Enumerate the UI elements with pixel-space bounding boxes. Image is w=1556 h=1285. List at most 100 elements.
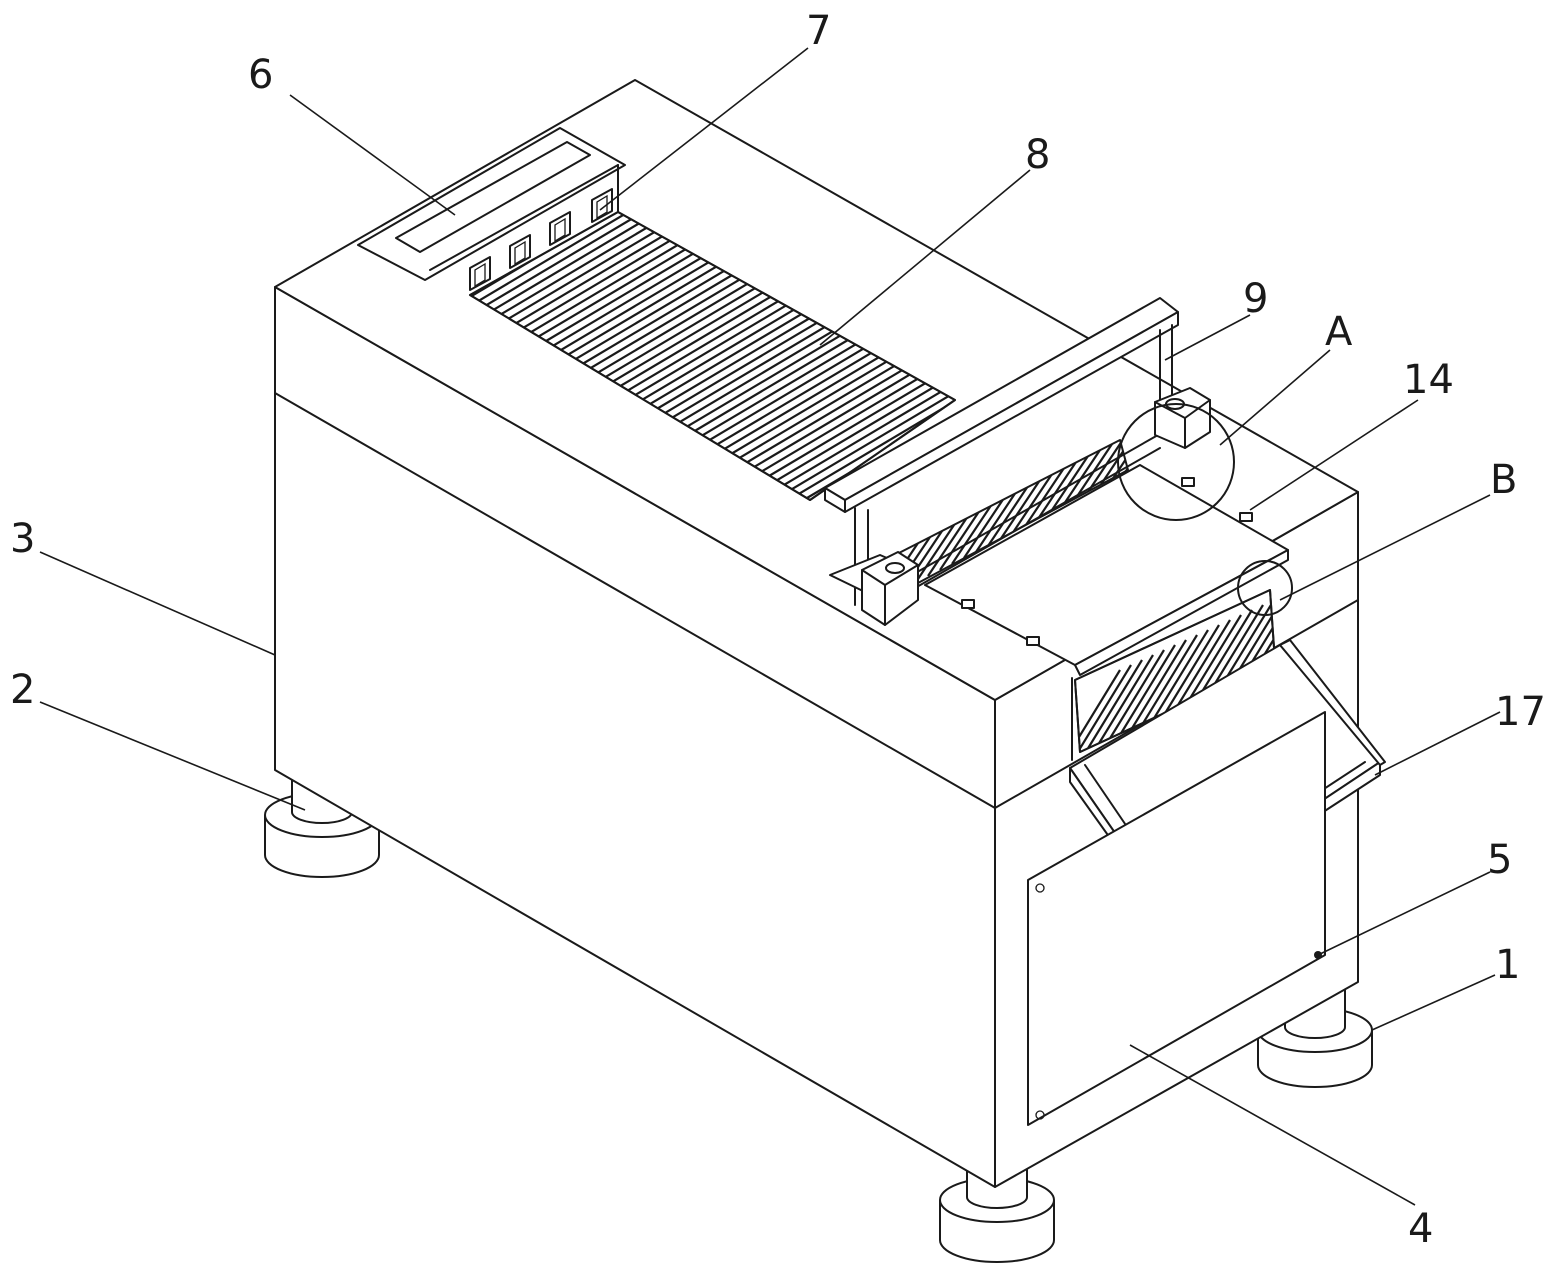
roller-line: [730, 358, 892, 455]
leader-lines: [39, 47, 1501, 1206]
label-7: 7: [806, 8, 831, 54]
bearing-block-front: [829, 551, 919, 626]
roller-line: [555, 256, 717, 354]
roller-line: [677, 327, 839, 425]
roller-line: [532, 243, 694, 341]
roller-line: [700, 340, 862, 438]
roller-spiral: [1023, 467, 1065, 529]
roller-line: [616, 292, 778, 389]
detail-circle-b: [1237, 560, 1293, 616]
roller-line: [472, 212, 634, 306]
roller-line: [707, 344, 869, 442]
roller-spiral: [1107, 440, 1128, 487]
roller-line: [540, 248, 702, 345]
lower-roller: [1071, 589, 1276, 761]
gantry-bar: [824, 297, 1179, 606]
roller-spiral: [1108, 649, 1165, 741]
label-2: 2: [10, 667, 35, 713]
roller-line: [722, 353, 884, 451]
roller-line: [669, 322, 831, 420]
roller-spiral: [1075, 664, 1132, 752]
roller-spiral: [1185, 614, 1242, 706]
label-8: 8: [1025, 132, 1050, 178]
roller-spiral: [1130, 639, 1187, 731]
roller-spiral: [1119, 644, 1176, 736]
label-1: 1: [1495, 942, 1520, 988]
roller-line: [791, 393, 953, 491]
roller-line: [479, 212, 641, 310]
roller-spiral: [1119, 440, 1128, 481]
roller-line: [548, 252, 710, 350]
foot-right-back: [1257, 990, 1373, 1088]
roller-line: [510, 230, 672, 328]
label-14: 14: [1403, 357, 1454, 403]
roller-spiral: [951, 503, 993, 565]
part-labels: 6 7 8 9 A 14 B 17 5 1 4 3 2: [10, 8, 1546, 1252]
roller-line: [563, 261, 725, 359]
roller-line: [525, 239, 687, 337]
feed-slot: [357, 127, 626, 281]
roller-spiral: [963, 497, 1005, 559]
roller-spiral: [915, 521, 957, 583]
label-17: 17: [1495, 689, 1546, 735]
roller-line: [760, 375, 922, 473]
roller-line: [494, 221, 656, 319]
roller-spiral: [1075, 669, 1121, 752]
label-a: A: [1325, 309, 1353, 355]
label-6: 6: [248, 52, 273, 98]
roller-line: [738, 362, 900, 460]
roller-line: [768, 380, 930, 477]
roller-spiral: [1141, 634, 1198, 726]
roller-line: [631, 300, 793, 398]
label-3: 3: [10, 516, 35, 562]
roller-line: [608, 287, 770, 385]
bracket-strip: [429, 164, 619, 291]
roller-line: [646, 309, 808, 407]
roller-line: [639, 305, 801, 403]
roller-spiral: [1097, 654, 1154, 746]
roller-spiral: [927, 515, 969, 577]
roller-spiral: [1095, 440, 1128, 493]
roller-line: [578, 270, 740, 367]
roller-spiral: [939, 509, 981, 571]
roller-line: [715, 349, 877, 447]
roller-line: [502, 226, 664, 323]
roller-bracket-slot: [514, 240, 526, 266]
label-b: B: [1490, 457, 1517, 503]
roller-bracket-slot: [596, 194, 608, 220]
roller-line: [624, 296, 786, 394]
roller-line: [487, 217, 649, 315]
detail-circle-a: [1117, 403, 1235, 521]
roller-spiral: [1011, 473, 1053, 535]
roller-spiral: [975, 491, 1017, 553]
access-door: [1027, 711, 1326, 1126]
label-9: 9: [1243, 276, 1268, 322]
roller-line: [654, 314, 816, 411]
roller-line: [783, 388, 945, 486]
roller-spiral: [999, 479, 1041, 541]
roller-line: [662, 318, 824, 416]
roller-line: [776, 384, 938, 482]
roller-line: [593, 278, 755, 376]
roller-bracket-slot: [554, 217, 566, 243]
roller-spiral: [1174, 619, 1231, 711]
roller-line: [745, 366, 907, 464]
roller-bracket-slot: [474, 262, 486, 288]
roller-line: [684, 331, 846, 429]
roller-line: [586, 274, 748, 372]
roller-line: [601, 283, 763, 381]
roller-spiral: [1152, 629, 1209, 721]
label-4: 4: [1408, 1206, 1433, 1252]
roller-spiral: [987, 485, 1029, 547]
roller-line: [570, 265, 732, 363]
output-platform: [924, 464, 1289, 676]
label-5: 5: [1487, 837, 1512, 883]
roller-spiral: [1086, 659, 1143, 751]
roller-line: [692, 336, 854, 433]
roller-spiral: [1196, 609, 1253, 701]
roller-line: [753, 371, 915, 469]
roller-spiral: [1207, 604, 1264, 696]
roller-line: [517, 234, 679, 332]
